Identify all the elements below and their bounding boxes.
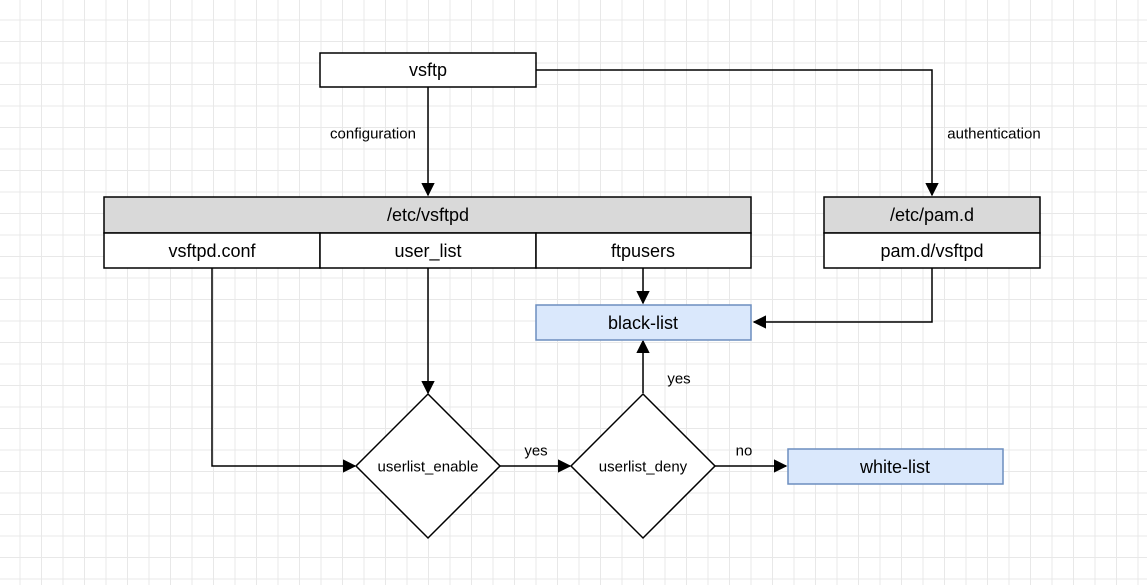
userlist-deny-decision: userlist_deny: [569, 392, 717, 540]
userlist-enable-decision: userlist_enable: [354, 392, 502, 540]
edge-pamd-blacklist: [752, 268, 933, 329]
enable-yes-edge-label: yes: [524, 443, 547, 460]
vsftpd-conf-label: vsftpd.conf: [168, 241, 256, 261]
etc-pamd-group: /etc/pam.d pam.d/vsftpd: [823, 196, 1041, 269]
ftpusers-cell: [535, 232, 752, 269]
authentication-edge-label: authentication: [947, 126, 1040, 143]
user-list-cell: [319, 232, 537, 269]
edge-conf-enable: [211, 268, 357, 473]
ftpusers-label: ftpusers: [611, 241, 675, 261]
user-list-label: user_list: [394, 241, 461, 262]
pamd-vsftpd-label: pam.d/vsftpd: [880, 241, 983, 261]
pamd-vsftpd-cell: [823, 232, 1041, 269]
etc-vsftpd-group: /etc/vsftpd vsftpd.conf user_list ftpuse…: [103, 196, 752, 269]
etc-vsftpd-header: [103, 196, 752, 234]
userlist-enable-label: userlist_enable: [378, 459, 479, 476]
vsftp-label: vsftp: [409, 60, 447, 80]
configuration-edge-label: configuration: [330, 126, 416, 143]
black-list-label: black-list: [608, 313, 678, 333]
black-list-node: black-list: [535, 304, 752, 341]
deny-no-edge-label: no: [736, 443, 753, 460]
etc-vsftpd-label: /etc/vsftpd: [387, 205, 469, 225]
deny-yes-edge-label: yes: [667, 371, 690, 388]
white-list-label: white-list: [859, 457, 930, 477]
userlist-deny-label: userlist_deny: [599, 459, 688, 476]
white-list-node: white-list: [787, 448, 1004, 485]
etc-pamd-label: /etc/pam.d: [890, 205, 974, 225]
edge-authentication: [536, 69, 939, 197]
vsftp-node: vsftp: [319, 52, 537, 88]
etc-pamd-header: [823, 196, 1041, 234]
